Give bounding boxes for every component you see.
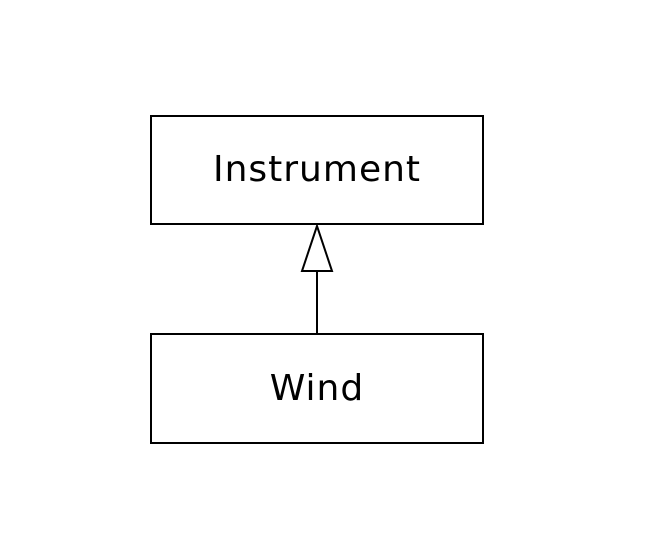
- class-box-child[interactable]: Wind: [150, 333, 484, 444]
- inheritance-arrowhead-icon: [300, 222, 334, 272]
- class-name-child: Wind: [269, 367, 365, 409]
- class-name-parent: Instrument: [212, 149, 422, 190]
- class-box-parent[interactable]: Instrument: [150, 115, 484, 225]
